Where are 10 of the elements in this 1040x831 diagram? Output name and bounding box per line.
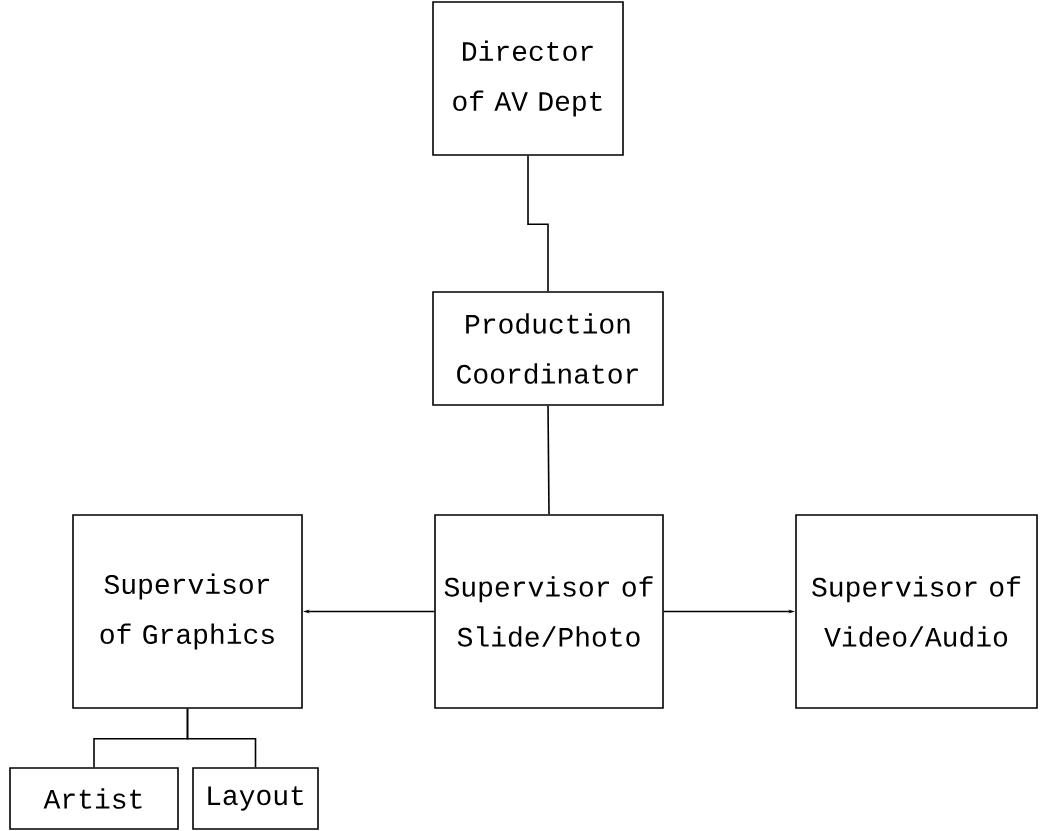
org-box: Supervisor of Graphics [72,514,303,709]
org-box: Director of AV Dept [432,1,624,156]
org-box: Artist [9,767,179,830]
connector-line [547,405,550,515]
org-box: Supervisor of Slide/Photo [434,514,664,709]
org-box: Supervisor of Video/Audio [795,514,1038,709]
org-box: Production Coordinator [432,291,664,406]
org-box: Layout [192,767,319,830]
connector-line [527,155,549,292]
connector-line [186,708,257,768]
